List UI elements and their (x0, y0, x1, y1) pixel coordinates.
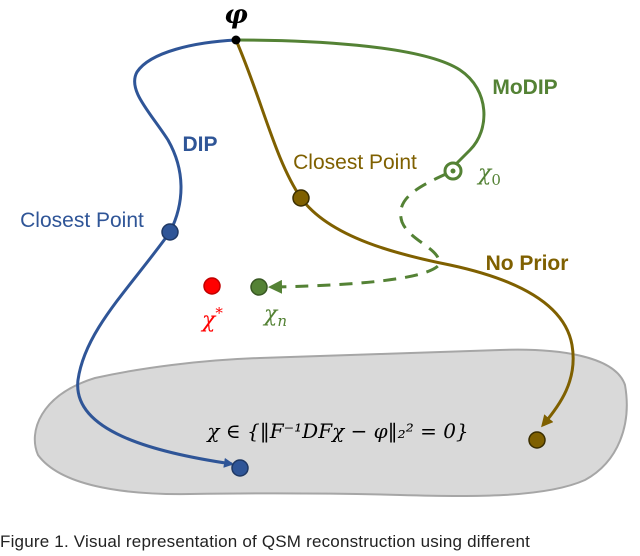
dip-endpoint-marker (231, 459, 249, 477)
chi0-marker-inner (450, 168, 456, 174)
constraint-formula: χ ∈ {‖F⁻¹DFχ − φ‖₂² = 0} (205, 419, 468, 444)
chin-label: χn (262, 302, 287, 330)
diagram-canvas: φ MoDIP DIP Closest Point Closest Point … (20, 0, 628, 498)
dip-path (76, 38, 237, 468)
modip-label: MoDIP (492, 76, 557, 99)
no-prior-closest-point-marker (292, 189, 310, 207)
chin-marker (250, 278, 268, 296)
chi0-label: χ0 (476, 161, 501, 189)
no-prior-path (234, 39, 575, 428)
figure-caption: Figure 1. Visual representation of QSM r… (0, 532, 531, 551)
no-prior-closest-point-label: Closest Point (293, 151, 417, 174)
constraint-set-region (33, 348, 628, 498)
chistar-label: χ* (200, 304, 223, 333)
no-prior-endpoint-marker (528, 431, 546, 449)
phi-label: φ (224, 0, 248, 30)
modip-path (235, 38, 486, 176)
dip-label: DIP (182, 133, 217, 156)
modip-dashed-path (268, 172, 447, 294)
phi-point (231, 35, 241, 45)
no-prior-label: No Prior (486, 252, 569, 275)
chistar-marker (203, 277, 221, 295)
dip-closest-point-label: Closest Point (20, 209, 144, 232)
dip-closest-point-marker (161, 223, 179, 241)
